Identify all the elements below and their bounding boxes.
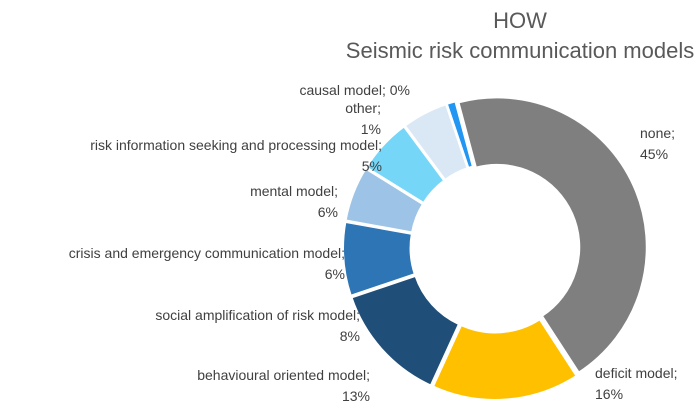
data-label-deficit-model: deficit model;16% xyxy=(595,365,677,402)
data-label-behavioural-oriented-model: behavioural oriented model;13% xyxy=(197,367,370,404)
slices-layer xyxy=(341,95,649,402)
data-label-crisis-and-emergency-communication-model: crisis and emergency communication model… xyxy=(69,245,345,282)
slice-deficit-model xyxy=(431,317,579,402)
data-label-risk-information-seeking-and-processing-model: risk information seeking and processing … xyxy=(90,137,382,174)
data-label-none: none;45% xyxy=(640,125,675,162)
labels-layer: none;45% deficit model;16% behavioural ori… xyxy=(69,82,678,404)
slice-behavioural-oriented-model xyxy=(349,274,461,388)
slice-other xyxy=(444,99,475,170)
data-label-other: other;1% xyxy=(345,100,381,137)
chart-title-line-2: Seismic risk communication models xyxy=(346,38,694,63)
data-label-causal-model: causal model; 0% xyxy=(299,82,410,98)
chart-title-line-1: HOW xyxy=(493,8,547,33)
data-label-social-amplification-of-risk-model: social amplification of risk model;8% xyxy=(155,307,360,344)
data-label-mental-model: mental model;6% xyxy=(250,183,338,220)
slice-none xyxy=(456,95,649,375)
